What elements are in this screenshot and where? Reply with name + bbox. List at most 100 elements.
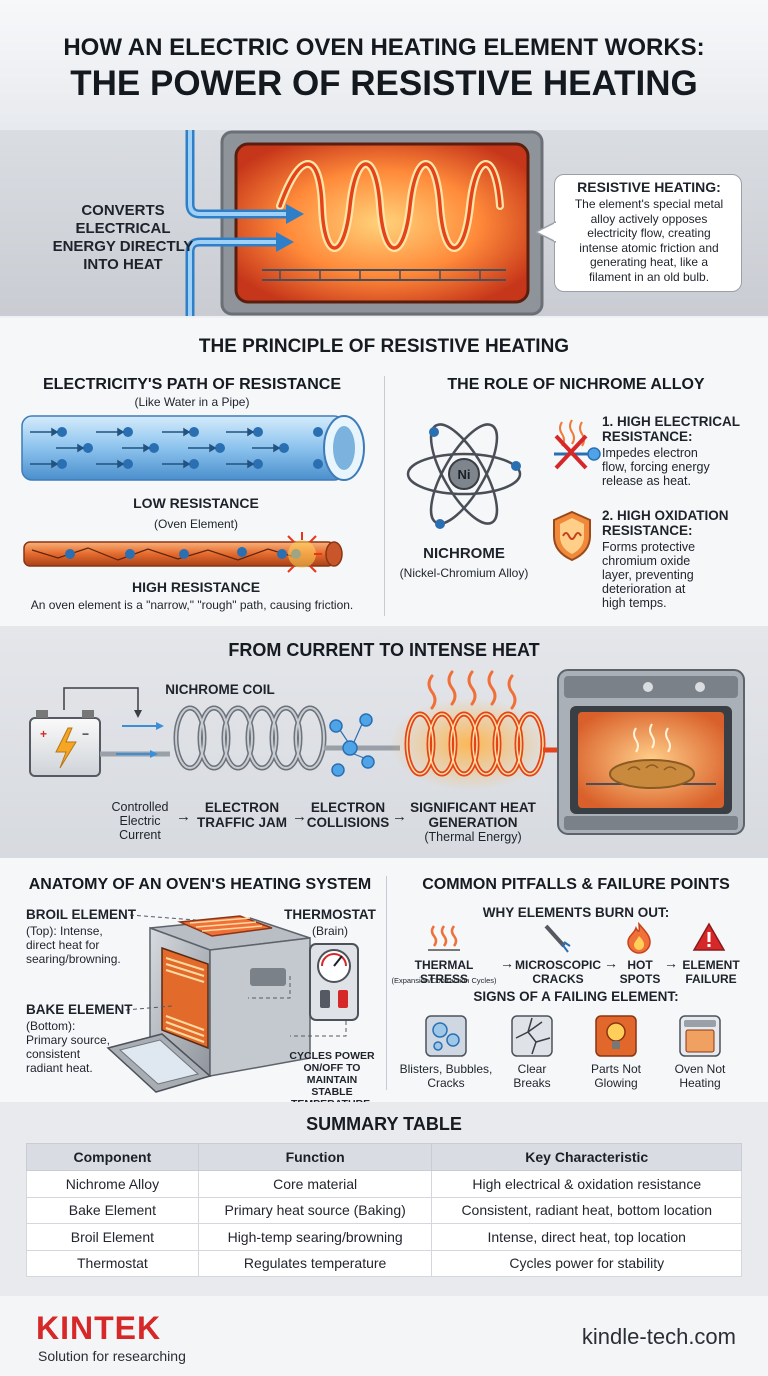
bake-line: Primary source,: [26, 1033, 111, 1047]
callout-pointer: [536, 221, 556, 243]
callout-body: The element's special metal alloy active…: [558, 197, 740, 285]
summary-title: SUMMARY TABLE: [306, 1114, 462, 1134]
prop2-body: Forms protective chromium oxide layer, p…: [602, 540, 766, 610]
page-title-line2: THE POWER OF RESISTIVE HEATING: [70, 64, 698, 103]
table-cell: Consistent, radiant heat, bottom locatio…: [431, 1196, 742, 1224]
table-cell: Cycles power for stability: [431, 1249, 742, 1277]
path-subtitle: (Like Water in a Pipe): [134, 395, 250, 409]
broil-element-title: BROIL ELEMENT: [26, 907, 137, 922]
table-cell: Bake Element: [26, 1196, 199, 1224]
broil-line: (Top): Intense,: [26, 924, 103, 938]
step-arrow: →: [392, 808, 407, 825]
callout-line: alloy actively opposes: [590, 211, 708, 226]
cycles-line: ON/OFF TO MAINTAIN: [303, 1062, 361, 1086]
sign-line: Parts Not: [590, 1062, 641, 1076]
step-current: Controlled Electric Current: [102, 800, 178, 842]
chain-arrow: →: [604, 955, 618, 971]
low-resistance-label: LOW RESISTANCE: [133, 495, 259, 511]
low-resistance-pipe: [21, 415, 365, 481]
svg-text:−: −: [82, 727, 89, 741]
callout-line: intense atomic friction and: [579, 240, 719, 255]
prop1-title-line: 1. HIGH ELECTRICAL: [602, 414, 741, 429]
step-line: COLLISIONS: [306, 815, 390, 830]
cold-oven-icon: [679, 1015, 721, 1057]
sign-line: Blisters, Bubbles,: [399, 1062, 493, 1076]
pitfalls-title: COMMON PITFALLS & FAILURE POINTS: [422, 876, 730, 893]
why-burn-out-title: WHY ELEMENTS BURN OUT:: [482, 905, 670, 920]
principle-section: THE PRINCIPLE OF RESISTIVE HEATING ELECT…: [0, 318, 768, 626]
prop2-title-line: RESISTANCE:: [602, 523, 693, 538]
callout-title: RESISTIVE HEATING:: [577, 179, 721, 195]
bake-element-title: BAKE ELEMENT: [26, 1002, 133, 1017]
signs-title: SIGNS OF A FAILING ELEMENT:: [473, 989, 679, 1004]
hero-text-line: CONVERTS: [81, 202, 165, 219]
step-line: ELECTRON: [310, 800, 386, 815]
broken-glass-icon: [511, 1015, 553, 1057]
summary-table: Component Function Key Characteristic Ni…: [26, 1143, 742, 1277]
blisters-icon: [425, 1015, 467, 1057]
table-cell: Regulates temperature: [197, 1249, 433, 1277]
crack-tool-icon: [544, 924, 571, 953]
sign-breaks: Clear Breaks: [496, 1062, 568, 1090]
step-collisions: ELECTRON COLLISIONS: [306, 800, 390, 830]
cycles-line: CYCLES POWER: [289, 1050, 375, 1062]
hero-text-line: INTO HEAT: [83, 256, 163, 273]
chain-label: ELEMENT: [682, 958, 740, 972]
prop2-line: chromium oxide: [602, 554, 691, 568]
chain-failure: ELEMENT FAILURE: [676, 958, 746, 986]
step-line: GENERATION: [428, 815, 518, 830]
prop2-line: Forms protective: [602, 540, 696, 554]
table-cell: Primary heat source (Baking): [197, 1196, 433, 1224]
hero-text-line: ELECTRICAL: [75, 220, 171, 237]
callout-line: The element's special metal: [574, 197, 724, 211]
sign-blisters: Blisters, Bubbles, Cracks: [396, 1062, 496, 1090]
sign-line: Heating: [679, 1076, 721, 1090]
section-divider: [386, 876, 387, 1090]
table-header-row: Component Function Key Characteristic: [26, 1143, 742, 1171]
high-resistance-pipe: [23, 532, 343, 573]
chain-label: MICROSCOPIC: [514, 958, 601, 972]
callout-line: electricity flow, creating: [587, 226, 711, 241]
chain-hot-spots: HOT SPOTS: [618, 958, 662, 986]
svg-text:+: +: [40, 727, 47, 741]
oven-anatomy-illustration: [106, 915, 311, 1093]
broil-line: direct heat for: [26, 938, 100, 952]
nichrome-sub: (Nickel-Chromium Alloy): [399, 566, 529, 580]
step-arrow: →: [292, 808, 307, 825]
step-line: SIGNIFICANT HEAT: [410, 800, 536, 815]
thermal-energy-label: (Thermal Energy): [424, 830, 522, 844]
bake-line: radiant heat.: [26, 1061, 93, 1075]
heat-waves-icon: [428, 925, 460, 951]
table-row: Bake Element Primary heat source (Baking…: [26, 1196, 742, 1224]
anatomy-title: ANATOMY OF AN OVEN'S HEATING SYSTEM: [28, 876, 372, 893]
prop2-title-line: 2. HIGH OXIDATION: [602, 508, 729, 523]
oven-element-label: (Oven Element): [153, 517, 239, 531]
bake-line: consistent: [26, 1047, 81, 1061]
shield-icon: [553, 510, 591, 562]
table-row: Broil Element High-temp searing/browning…: [26, 1223, 742, 1251]
table-cell: Intense, direct heat, top location: [431, 1223, 742, 1251]
step-line: Electric: [119, 814, 161, 828]
high-resistance-label: HIGH RESISTANCE: [131, 579, 261, 595]
sign-line: Oven Not: [674, 1062, 726, 1076]
column-header: Function: [197, 1143, 433, 1171]
sign-line: Glowing: [594, 1076, 638, 1090]
broil-element-body: (Top): Intense, direct heat for searing/…: [26, 924, 146, 966]
prop1-line: release as heat.: [602, 474, 691, 488]
website-link[interactable]: kindle-tech.com: [581, 1324, 736, 1349]
brand-tagline: Solution for researching: [38, 1348, 186, 1364]
current-to-heat-section: FROM CURRENT TO INTENSE HEAT NICHROME CO…: [0, 626, 768, 858]
chain-thermal-stress: THERMAL STRESS: [414, 958, 474, 986]
column-header: Key Characteristic: [431, 1143, 742, 1171]
thermostat-sub: (Brain): [311, 924, 348, 938]
table-cell: Nichrome Alloy: [26, 1170, 199, 1198]
table-cell: High-temp searing/browning: [197, 1223, 433, 1251]
atom-symbol: Ni: [458, 467, 471, 482]
column-header: Component: [26, 1143, 199, 1171]
principle-title: THE PRINCIPLE OF RESISTIVE HEATING: [198, 336, 570, 357]
step-heat-generation: SIGNIFICANT HEAT GENERATION: [406, 800, 540, 830]
prop1-line: flow, forcing energy: [602, 460, 710, 474]
path-caption: An oven element is a "narrow," "rough" p…: [30, 598, 354, 612]
anatomy-pitfalls-section: ANATOMY OF AN OVEN'S HEATING SYSTEM: [0, 858, 768, 1110]
broil-line: searing/browning.: [26, 952, 121, 966]
